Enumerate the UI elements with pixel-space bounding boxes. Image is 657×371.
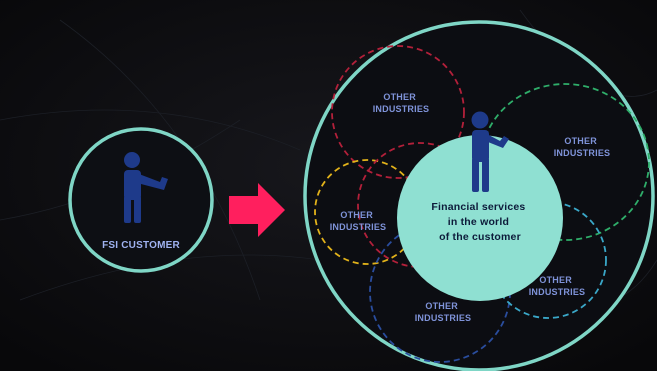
industry-label-bottom-right: OTHER INDUSTRIES bbox=[529, 275, 586, 297]
industry-label-right: OTHER INDUSTRIES bbox=[554, 136, 611, 158]
fsi-customer-label: FSI CUSTOMER bbox=[102, 240, 180, 251]
center-text-line-2: in the world bbox=[448, 216, 509, 228]
center-text-line-1: Financial services bbox=[431, 201, 525, 213]
person-icon bbox=[124, 152, 168, 223]
fsi-customer-group: FSI CUSTOMER bbox=[68, 127, 214, 273]
financial-services-text: Financial services in the world of the c… bbox=[431, 201, 528, 243]
financial-services-circle bbox=[397, 135, 563, 301]
center-text-line-3: of the customer bbox=[439, 231, 521, 243]
center-person-icon bbox=[471, 111, 509, 192]
ecosystem-group: Financial services in the world of the c… bbox=[303, 20, 655, 371]
arrow-right-icon bbox=[229, 183, 285, 237]
industry-label-left: OTHER INDUSTRIES bbox=[330, 210, 387, 232]
industry-circle-top bbox=[331, 45, 465, 179]
industry-label-top: OTHER INDUSTRIES bbox=[373, 92, 430, 114]
industry-label-bottom: OTHER INDUSTRIES bbox=[415, 301, 472, 323]
